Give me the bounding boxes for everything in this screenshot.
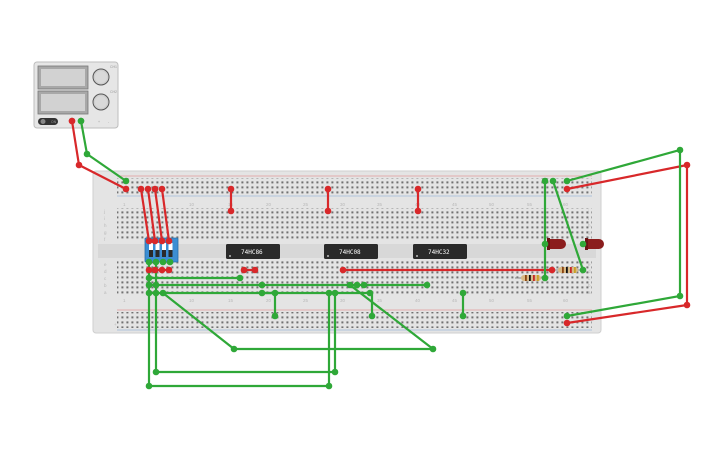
svg-text:g: g bbox=[104, 230, 107, 235]
svg-text:60: 60 bbox=[563, 298, 569, 303]
power-on-label: ON bbox=[51, 120, 57, 124]
resistor-1[interactable] bbox=[515, 275, 548, 281]
svg-text:20: 20 bbox=[266, 202, 272, 207]
svg-text:50: 50 bbox=[489, 298, 495, 303]
svg-text:a: a bbox=[588, 290, 591, 295]
wire-green-led2 bbox=[551, 179, 585, 272]
column-numbers-bottom: 1 10 15 20 25 30 35 40 45 50 55 60 bbox=[123, 298, 569, 303]
svg-text:h: h bbox=[104, 223, 107, 228]
svg-text:b: b bbox=[588, 283, 591, 288]
rail-plus-sign: + bbox=[114, 322, 117, 327]
chip-74hc86[interactable]: 74HC86 bbox=[226, 244, 280, 259]
ps-plus-label: + bbox=[98, 120, 100, 124]
svg-text:h: h bbox=[588, 223, 591, 228]
svg-text:35: 35 bbox=[377, 298, 383, 303]
svg-text:45: 45 bbox=[452, 298, 458, 303]
led-2[interactable] bbox=[585, 238, 604, 250]
bottom-power-rails bbox=[117, 312, 592, 328]
svg-text:30: 30 bbox=[340, 202, 346, 207]
svg-text:55: 55 bbox=[527, 298, 533, 303]
chip-74hc32[interactable]: 74HC32 bbox=[413, 244, 467, 259]
svg-text:25: 25 bbox=[303, 298, 309, 303]
svg-text:d: d bbox=[588, 269, 591, 274]
wires-red[interactable] bbox=[70, 119, 689, 325]
svg-text:10: 10 bbox=[189, 298, 195, 303]
svg-text:40: 40 bbox=[415, 298, 421, 303]
svg-text:j: j bbox=[103, 209, 105, 214]
wire-endpoints-red[interactable] bbox=[68, 117, 691, 327]
wire-red-switch-3 bbox=[153, 187, 164, 243]
power-supply[interactable]: CH1 CH2 ON + - bbox=[33, 61, 119, 129]
svg-text:45: 45 bbox=[452, 202, 458, 207]
wire-red-rail-link bbox=[565, 163, 689, 325]
svg-text:50: 50 bbox=[489, 202, 495, 207]
svg-text:1: 1 bbox=[123, 202, 126, 207]
wire-green-rail-link bbox=[565, 148, 682, 318]
row-letters-left: j i h g f e d c b a bbox=[103, 209, 107, 295]
svg-text:e: e bbox=[588, 262, 591, 267]
svg-text:j: j bbox=[587, 209, 589, 214]
svg-text:10: 10 bbox=[189, 202, 195, 207]
svg-text:c: c bbox=[588, 276, 591, 281]
svg-text:c: c bbox=[104, 276, 107, 281]
svg-text:d: d bbox=[104, 269, 107, 274]
svg-text:i: i bbox=[588, 216, 589, 221]
ch1-label: CH1 bbox=[110, 65, 117, 69]
wire-endpoints-green[interactable] bbox=[77, 117, 684, 390]
wire-green-diag-1 bbox=[161, 291, 236, 351]
svg-text:55: 55 bbox=[527, 202, 533, 207]
chip-74hc32-label: 74HC32 bbox=[428, 249, 450, 256]
svg-text:60: 60 bbox=[563, 202, 569, 207]
svg-text:f: f bbox=[104, 237, 106, 242]
wire-green-diag-2 bbox=[348, 283, 435, 351]
svg-text:30: 30 bbox=[340, 298, 346, 303]
svg-text:a: a bbox=[104, 290, 107, 295]
wire-red-switch-4 bbox=[160, 187, 171, 243]
chip-74hc08-label: 74HC08 bbox=[339, 249, 361, 256]
ps-minus-label: - bbox=[108, 120, 110, 124]
terminal-block-upper bbox=[117, 208, 592, 241]
svg-text:e: e bbox=[104, 262, 107, 267]
chip-74hc08[interactable]: 74HC08 bbox=[324, 244, 378, 259]
svg-text:20: 20 bbox=[266, 298, 272, 303]
svg-text:b: b bbox=[104, 283, 107, 288]
ch2-label: CH2 bbox=[110, 90, 117, 94]
top-power-rails bbox=[117, 178, 592, 194]
svg-text:25: 25 bbox=[303, 202, 309, 207]
svg-text:i: i bbox=[104, 216, 105, 221]
svg-text:g: g bbox=[588, 230, 591, 235]
chip-74hc86-label: 74HC86 bbox=[241, 249, 263, 256]
svg-text:35: 35 bbox=[377, 202, 383, 207]
svg-text:15: 15 bbox=[228, 298, 234, 303]
wire-red-switch-1 bbox=[139, 187, 151, 243]
led-1[interactable] bbox=[547, 238, 566, 250]
svg-text:1: 1 bbox=[123, 298, 126, 303]
wire-red-switch-2 bbox=[146, 187, 157, 243]
